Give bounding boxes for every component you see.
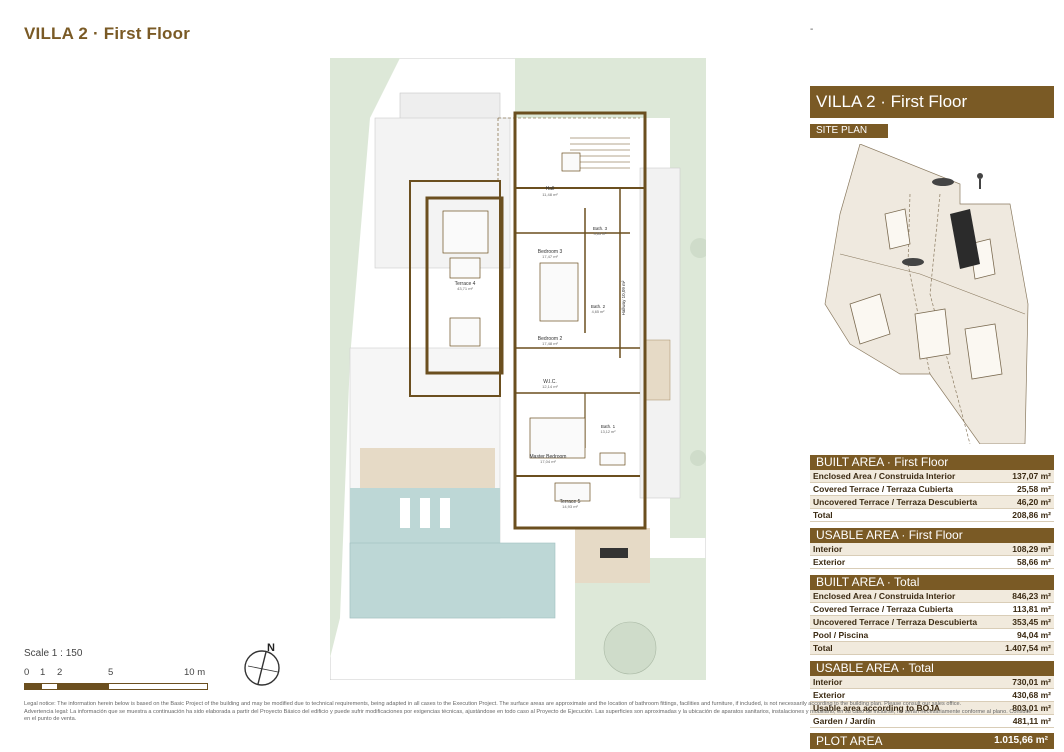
room-label: 13,12 m² xyxy=(601,430,617,434)
page-title: VILLA 2 · First Floor xyxy=(24,24,191,43)
room-label: Bath. 2 xyxy=(591,304,606,309)
room-label: Terrace 5 xyxy=(560,499,581,505)
site-plan-label: SITE PLAN xyxy=(810,124,888,138)
room-label: 4,65 m² xyxy=(594,232,608,236)
room-label: 11,48 m² xyxy=(542,192,558,197)
legal-text-es: Advertencia legal: La información que se… xyxy=(24,708,1032,723)
section-title: USABLE AREA · First Floor xyxy=(810,528,1054,543)
room-label: Bath. 1 xyxy=(601,424,616,429)
plot-area-label: PLOT AREA xyxy=(816,734,883,748)
plot-area-bar: PLOT AREA 1.015,66 m² xyxy=(810,733,1054,749)
room-label: 17,47 m² xyxy=(542,254,558,259)
site-plan-map xyxy=(824,143,1029,445)
floor-plan: Hall 11,48 m² Bath. 3 4,65 m² Bedroom 3 … xyxy=(330,58,706,680)
legal-notice: Legal notice: The information herein bel… xyxy=(24,701,1034,724)
scale-label: Scale 1 : 150 xyxy=(24,648,83,659)
section-title: BUILT AREA · First Floor xyxy=(810,455,1054,470)
section-title: USABLE AREA · Total xyxy=(810,661,1054,676)
room-label: Bath. 3 xyxy=(593,226,608,231)
legal-text-en: Legal notice: The information herein bel… xyxy=(24,701,962,707)
corner-mark: - xyxy=(810,24,814,35)
room-label: Bedroom 3 xyxy=(538,249,563,255)
room-label: Terrace 4 xyxy=(455,281,476,287)
room-label: 43,71 m² xyxy=(457,286,473,291)
scale-graduation xyxy=(24,683,214,690)
room-label: 17,04 m² xyxy=(540,459,556,464)
room-label: 4,65 m² xyxy=(592,310,606,314)
scale-ticks: 0 1 2 5 10 m xyxy=(24,667,206,678)
room-label: Master Bedroom xyxy=(530,454,567,460)
room-label: 14,93 m² xyxy=(562,504,578,509)
scale-bar: Scale 1 : 150 0 1 2 5 10 m xyxy=(24,648,214,690)
panel-title: VILLA 2 · First Floor xyxy=(810,86,1054,118)
room-label: W.I.C. xyxy=(543,379,557,385)
svg-text:N: N xyxy=(267,642,275,654)
room-label: 17,48 m² xyxy=(542,341,558,346)
north-arrow-icon: N xyxy=(244,642,280,686)
plot-area-value: 1.015,66 m² xyxy=(994,735,1048,746)
room-label: Hall xyxy=(546,186,555,192)
room-label: Hallway 10,09 m² xyxy=(621,280,626,315)
section-title: BUILT AREA · Total xyxy=(810,575,1054,590)
room-label: 12,14 m² xyxy=(542,384,558,389)
room-label: Bedroom 2 xyxy=(538,336,563,342)
info-panel: VILLA 2 · First Floor SITE PLAN BUILT AR… xyxy=(810,86,1054,749)
